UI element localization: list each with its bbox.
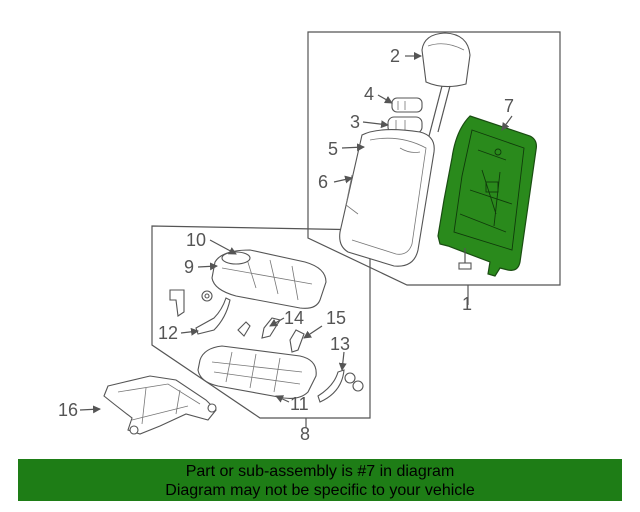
callout-14: 14	[284, 308, 304, 328]
seat-adjuster-part-16	[103, 375, 217, 435]
cushion-assembly-box	[151, 225, 371, 419]
headrest-part	[421, 32, 471, 141]
callout-10: 10	[186, 230, 206, 250]
callout-2: 2	[390, 46, 400, 66]
callout-3: 3	[350, 112, 360, 132]
callout-4: 4	[364, 84, 374, 104]
callout-1: 1	[462, 294, 472, 314]
callout-7: 7	[504, 96, 514, 116]
cushion-frame-part-11	[197, 345, 317, 399]
callout-16: 16	[58, 400, 78, 420]
callout-11: 11	[290, 394, 309, 414]
callout-8: 8	[300, 424, 310, 444]
callout-labels: 1 2 3 4 5 6 7 8 9 10 11 12 13 14 15 16	[58, 46, 514, 444]
bracket-part-12	[195, 297, 231, 335]
callout-12: 12	[158, 323, 178, 343]
parts-diagram: 1 2 3 4 5 6 7 8 9 10 11 12 13 14 15 16	[58, 31, 561, 444]
seat-cushion	[211, 249, 327, 309]
callout-15: 15	[326, 308, 346, 328]
rail-part-13	[317, 369, 364, 403]
callout-9: 9	[184, 257, 194, 277]
info-banner: Part or sub-assembly is #7 in diagram Di…	[18, 459, 622, 501]
leader-lines	[79, 52, 513, 414]
cushion-hardware	[169, 289, 213, 317]
banner-line-1: Part or sub-assembly is #7 in diagram	[185, 463, 455, 480]
banner-line-2: Diagram may not be specific to your vehi…	[165, 482, 475, 499]
bolt-part	[458, 248, 472, 270]
callout-6: 6	[318, 172, 328, 192]
callout-13: 13	[330, 334, 350, 354]
seatback-assembly-box	[307, 31, 561, 286]
headrest-guide-upper	[391, 97, 423, 113]
seatback-frame-highlighted	[437, 115, 537, 277]
callout-5: 5	[328, 139, 338, 159]
seatback-cover	[339, 129, 435, 267]
